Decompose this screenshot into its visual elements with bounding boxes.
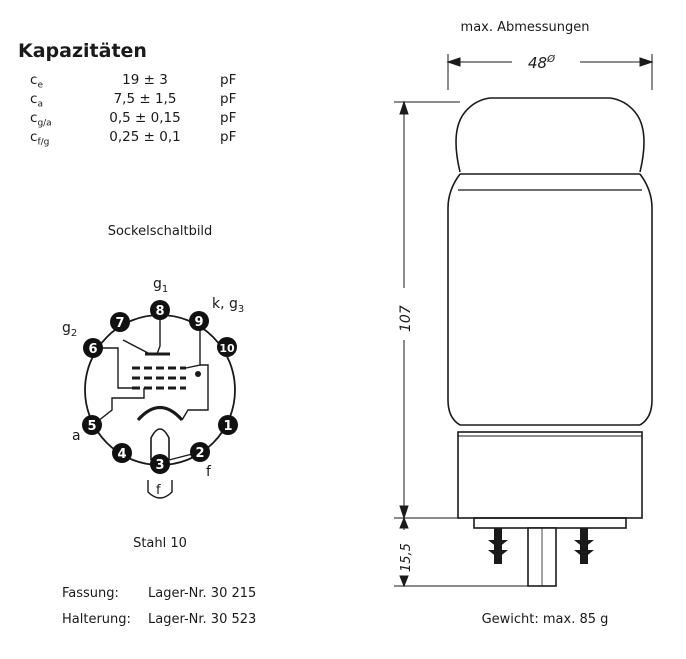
label-g1: g1 <box>153 276 168 295</box>
capacitance-value: 7,5 ± 1,5 <box>113 91 177 107</box>
label-g2: g2 <box>62 320 77 339</box>
heater-loop <box>150 428 170 460</box>
height-dimension <box>394 100 474 520</box>
svg-text:5: 5 <box>87 419 96 434</box>
capacitance-unit: pF <box>220 110 237 126</box>
filament-bracket <box>147 480 173 499</box>
socket-pin: 9 <box>189 311 209 331</box>
tube-base <box>457 431 643 519</box>
svg-text:9: 9 <box>194 315 203 330</box>
tube-dome <box>455 97 645 173</box>
capacitance-value: 19 ± 3 <box>122 72 168 88</box>
label-filament-right: f <box>206 464 212 480</box>
socket-diagram: 1 2 3 4 5 6 7 8 9 10 g1 k, g3 g2 a f f <box>62 276 244 499</box>
lead-anode <box>92 388 145 426</box>
capacitance-row: cg/a 0,5 ± 0,15 pF <box>30 110 237 129</box>
halterung-value: Lager-Nr. 30 523 <box>148 612 257 627</box>
socket-pin: 10 <box>217 337 237 357</box>
tube-base-plate <box>473 517 627 529</box>
label-anode: a <box>72 428 81 444</box>
label-filament-bottom: f <box>156 483 161 498</box>
fassung-value: Lager-Nr. 30 215 <box>148 586 257 601</box>
capacitance-row: cf/g 0,25 ± 0,1 pF <box>30 129 237 148</box>
weight-label: Gewicht: max. 85 g <box>481 612 609 627</box>
electrode-system <box>92 318 209 461</box>
label-k-g3: k, g3 <box>212 296 244 315</box>
lead-pin7 <box>122 339 151 355</box>
junction-dot <box>195 371 201 377</box>
svg-text:7: 7 <box>115 316 124 331</box>
socket-pin: 3 <box>150 454 170 474</box>
diameter-value: 48Ø <box>528 53 556 72</box>
svg-text:8: 8 <box>155 304 164 319</box>
svg-text:1: 1 <box>223 419 232 434</box>
lead-cathode <box>181 364 209 421</box>
pin-length-dimension <box>394 516 528 588</box>
capacitance-unit: pF <box>220 72 237 88</box>
tube-right-wall <box>639 173 653 426</box>
capacitance-title: Kapazitäten <box>18 40 147 62</box>
svg-text:3: 3 <box>155 458 164 473</box>
capacitance-unit: pF <box>220 91 237 107</box>
socket-pin: 5 <box>82 415 102 435</box>
capacitance-row: ca 7,5 ± 1,5 pF <box>30 91 237 110</box>
pin-set: 1 2 3 4 5 6 7 8 9 10 <box>82 300 238 474</box>
capacitance-row: ce 19 ± 3 pF <box>30 72 237 91</box>
height-value: 107 <box>398 305 414 332</box>
socket-pin: 7 <box>110 312 130 332</box>
pin-length-value: 15,5 <box>399 543 414 572</box>
capacitance-unit: pF <box>220 129 237 145</box>
socket-pin: 6 <box>83 338 103 358</box>
lead-g2 <box>98 347 132 389</box>
svg-text:4: 4 <box>117 447 126 462</box>
capacitance-value: 0,25 ± 0,1 <box>109 129 181 145</box>
socket-diagram-title: Sockelschaltbild <box>107 224 213 239</box>
tube-left-wall <box>447 173 461 426</box>
svg-text:2: 2 <box>195 446 204 461</box>
lead-g1 <box>156 318 161 355</box>
socket-pin: 4 <box>112 443 132 463</box>
socket-base-type: Stahl 10 <box>133 536 187 551</box>
tube-side-pins <box>488 528 594 564</box>
svg-text:6: 6 <box>88 342 97 357</box>
cathode-arc <box>136 405 184 422</box>
socket-pin: 1 <box>218 415 238 435</box>
dimensions-title: max. Abmessungen <box>460 20 590 35</box>
socket-pin: 2 <box>190 442 210 462</box>
diameter-dimension <box>446 54 654 90</box>
halterung-label: Halterung: <box>62 612 131 627</box>
capacitance-value: 0,5 ± 0,15 <box>109 110 181 126</box>
svg-text:10: 10 <box>219 342 235 355</box>
fassung-label: Fassung: <box>62 586 119 601</box>
socket-pin: 8 <box>150 300 170 320</box>
tube-drawing: 48Ø 107 15,5 <box>394 53 654 588</box>
